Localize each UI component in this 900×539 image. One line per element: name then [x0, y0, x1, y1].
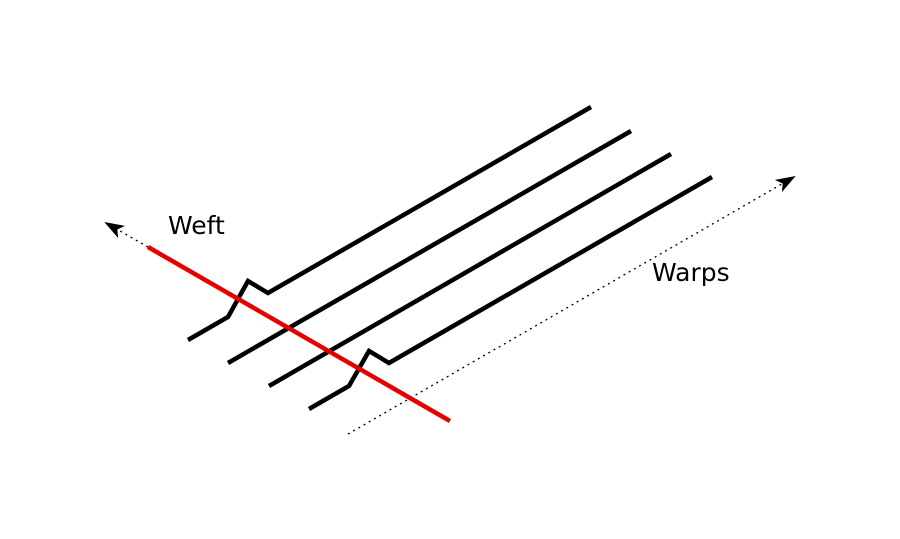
weft-label: Weft	[168, 211, 225, 240]
warp-thread-1	[186, 105, 593, 342]
weft-direction-arrow	[104, 222, 149, 248]
warp-thread-3	[267, 152, 673, 388]
warps-label: Warps	[652, 258, 730, 287]
warp-thread-2	[226, 129, 633, 365]
weft-thread	[146, 245, 452, 423]
warp-thread-4	[307, 175, 714, 411]
warp-direction-arrow	[347, 176, 796, 435]
